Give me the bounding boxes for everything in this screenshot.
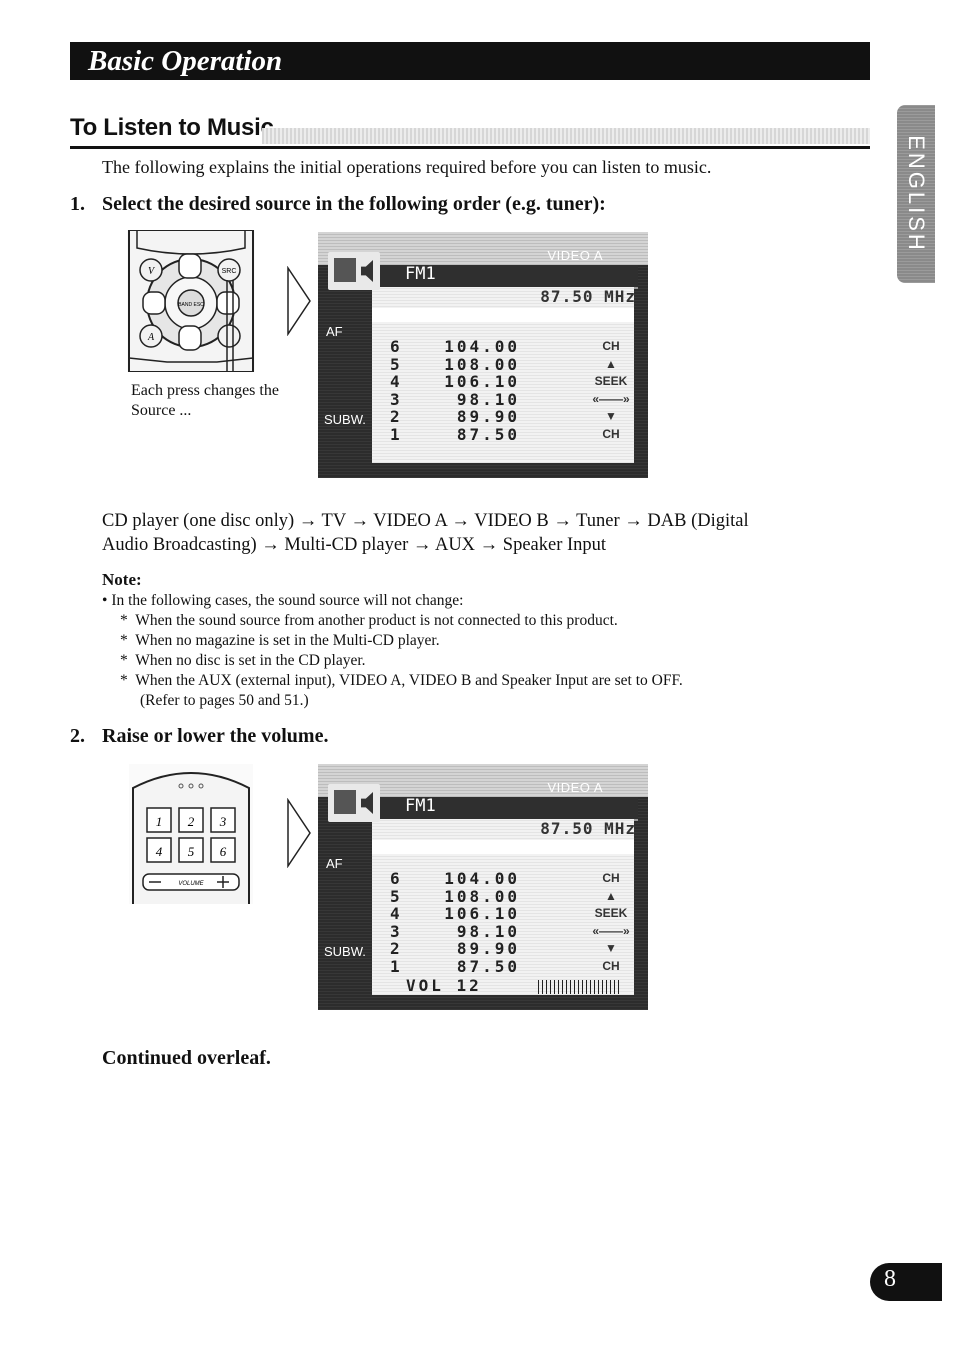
remote-a-label: A [147, 332, 155, 343]
step-1-text: Select the desired source in the followi… [102, 193, 606, 215]
source-icon [328, 784, 380, 822]
screen-white-strip [372, 308, 634, 322]
seek-label: SEEK [594, 906, 628, 920]
ch-up-label: CH [602, 339, 620, 353]
volume-readout: VOL 12 [406, 976, 482, 995]
remote-src-label: SRC [222, 268, 237, 275]
volume-level-bar [538, 980, 620, 994]
ch-down-label: CH [602, 426, 620, 441]
step-1-heading: 1. Select the desired source in the follo… [70, 193, 606, 216]
seek-arrows-icon: «——» [592, 391, 630, 406]
note-reference: (Refer to pages 50 and 51.) [140, 692, 309, 709]
screen-video-label: VIDEO A [547, 780, 603, 795]
arrow-outline-icon [287, 266, 311, 336]
screen-af-label: AF [326, 856, 343, 871]
language-tab-label: ENGLISH [904, 135, 929, 253]
page-header-title: Basic Operation [88, 45, 283, 77]
screen-side-controls: CH ▲ SEEK «——» ▼ CH [588, 870, 634, 975]
screen-frequency: 87.50 MHz [540, 819, 636, 838]
note-item: * When the sound source from another pro… [120, 612, 618, 629]
continued-overleaf: Continued overleaf. [102, 1047, 271, 1069]
screen-side-controls: CH ▲ SEEK «——» ▼ CH [588, 338, 634, 443]
language-tab: ENGLISH [897, 105, 935, 283]
triangle-up-icon: ▲ [605, 888, 617, 903]
source-order-line-2: Audio Broadcasting) → Multi-CD player → … [102, 535, 607, 555]
note-title: Note: [102, 570, 142, 589]
remote-volume-illustration: 1 2 3 4 5 6 VOLUME [129, 764, 253, 904]
key-3-label: 3 [219, 814, 227, 829]
ch-up-label: CH [602, 871, 620, 885]
screen-subw-label: SUBW. [324, 944, 366, 959]
source-order-line-1: CD player (one disc only) → TV → VIDEO A… [102, 511, 749, 531]
step-2-text: Raise or lower the volume. [102, 725, 329, 747]
triangle-down-icon: ▼ [605, 941, 617, 955]
remote-control-icon: V A SRC BAND ESC [128, 230, 254, 372]
source-order-text: CD player (one disc only) → TV → VIDEO A… [102, 509, 862, 557]
section-title: To Listen to Music [70, 114, 274, 141]
remote-v-label: V [148, 266, 156, 277]
section-rule [70, 146, 870, 149]
triangle-down-icon: ▼ [605, 409, 617, 423]
key-1-label: 1 [156, 814, 163, 829]
note-item: * When no magazine is set in the Multi-C… [120, 632, 440, 649]
ch-down-label: CH [602, 958, 620, 973]
screen-video-label: VIDEO A [547, 248, 603, 263]
volume-label: VOLUME [178, 881, 204, 887]
remote-caption: Each press changes the Source ... [131, 382, 279, 419]
seek-label: SEEK [594, 374, 628, 388]
remote-source-illustration: V A SRC BAND ESC [127, 230, 255, 372]
key-5-label: 5 [188, 844, 195, 859]
screen-subw-label: SUBW. [324, 412, 366, 427]
step-2-heading: 2. Raise or lower the volume. [70, 725, 328, 748]
note-item: * When no disc is set in the CD player. [120, 652, 366, 669]
screen-band-label: FM1 [405, 264, 436, 284]
remote-band-label: BAND ESC [178, 302, 204, 308]
step-2-number: 2. [70, 725, 85, 747]
key-6-label: 6 [220, 844, 227, 859]
screen-frequency: 87.50 MHz [540, 287, 636, 306]
header-bar: Basic Operation [70, 42, 870, 80]
seek-arrows-icon: «——» [592, 923, 630, 938]
note-item: * When the AUX (external input), VIDEO A… [120, 672, 683, 689]
remote-volume-icon: 1 2 3 4 5 6 VOLUME [132, 772, 250, 904]
page-number: 8 [884, 1266, 896, 1292]
note-bullet: • In the following cases, the sound sour… [102, 592, 464, 609]
step-1-number: 1. [70, 193, 85, 215]
screen-af-label: AF [326, 324, 343, 339]
arrow-outline-icon [287, 798, 311, 868]
section-title-band [262, 128, 870, 144]
screen-white-strip [372, 840, 634, 854]
key-2-label: 2 [188, 814, 195, 829]
intro-text: The following explains the initial opera… [102, 157, 712, 177]
triangle-up-icon: ▲ [605, 356, 617, 371]
source-icon [328, 252, 380, 290]
screen-band-label: FM1 [405, 796, 436, 816]
key-4-label: 4 [156, 844, 163, 859]
page-number-tab: 8 [870, 1263, 942, 1301]
